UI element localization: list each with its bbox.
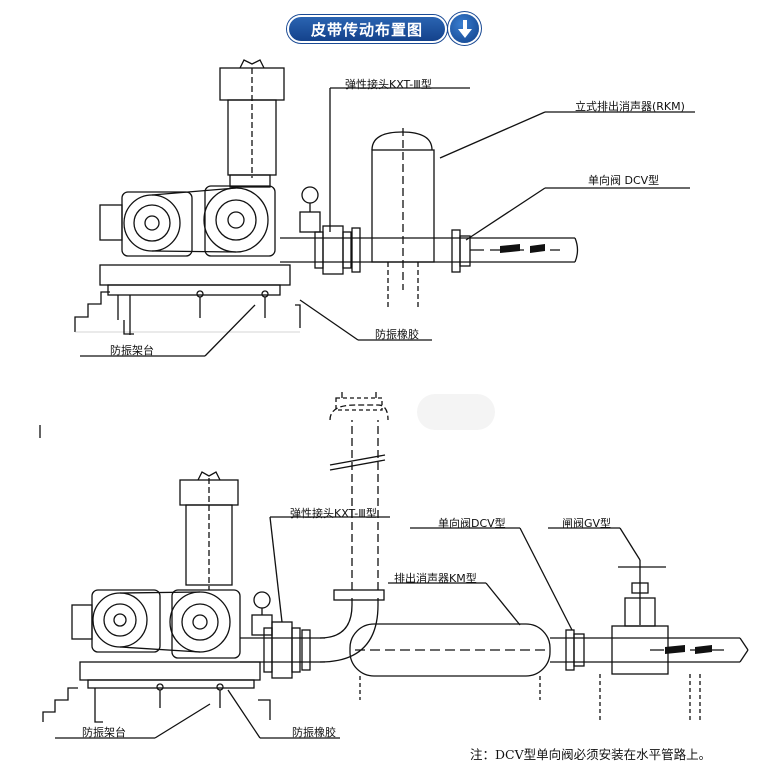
bottom-label-gate-valve: 闸阀GV型 <box>562 517 612 530</box>
installation-note: 注：DCV型单向阀必须安装在水平管路上。 <box>470 747 712 762</box>
top-label-check-valve: 单向阀 DCV型 <box>588 174 660 187</box>
faint-placeholder-shape <box>417 394 495 430</box>
arrow-down-icon <box>457 19 472 38</box>
top-label-vertical-silencer: 立式排出消声器(RKM) <box>575 100 685 113</box>
page-title-banner: 皮带传动布置图 <box>287 15 447 43</box>
top-label-anti-vibration-stand: 防振架台 <box>110 344 154 357</box>
bottom-label-anti-vibration-stand: 防振架台 <box>82 726 126 739</box>
top-label-anti-vibration-rubber: 防振橡胶 <box>375 328 419 341</box>
bottom-label-check-valve: 单向阀DCV型 <box>438 517 506 530</box>
bottom-label-horizontal-silencer: 排出消声器KM型 <box>394 572 477 585</box>
bottom-label-flexible-joint: 弹性接头KXT-Ⅲ型 <box>290 507 377 520</box>
top-label-flexible-joint: 弹性接头KXT-Ⅲ型 <box>345 78 432 91</box>
scroll-down-button[interactable] <box>450 14 479 43</box>
bottom-label-anti-vibration-rubber: 防振橡胶 <box>292 726 336 739</box>
page-title: 皮带传动布置图 <box>310 20 423 39</box>
